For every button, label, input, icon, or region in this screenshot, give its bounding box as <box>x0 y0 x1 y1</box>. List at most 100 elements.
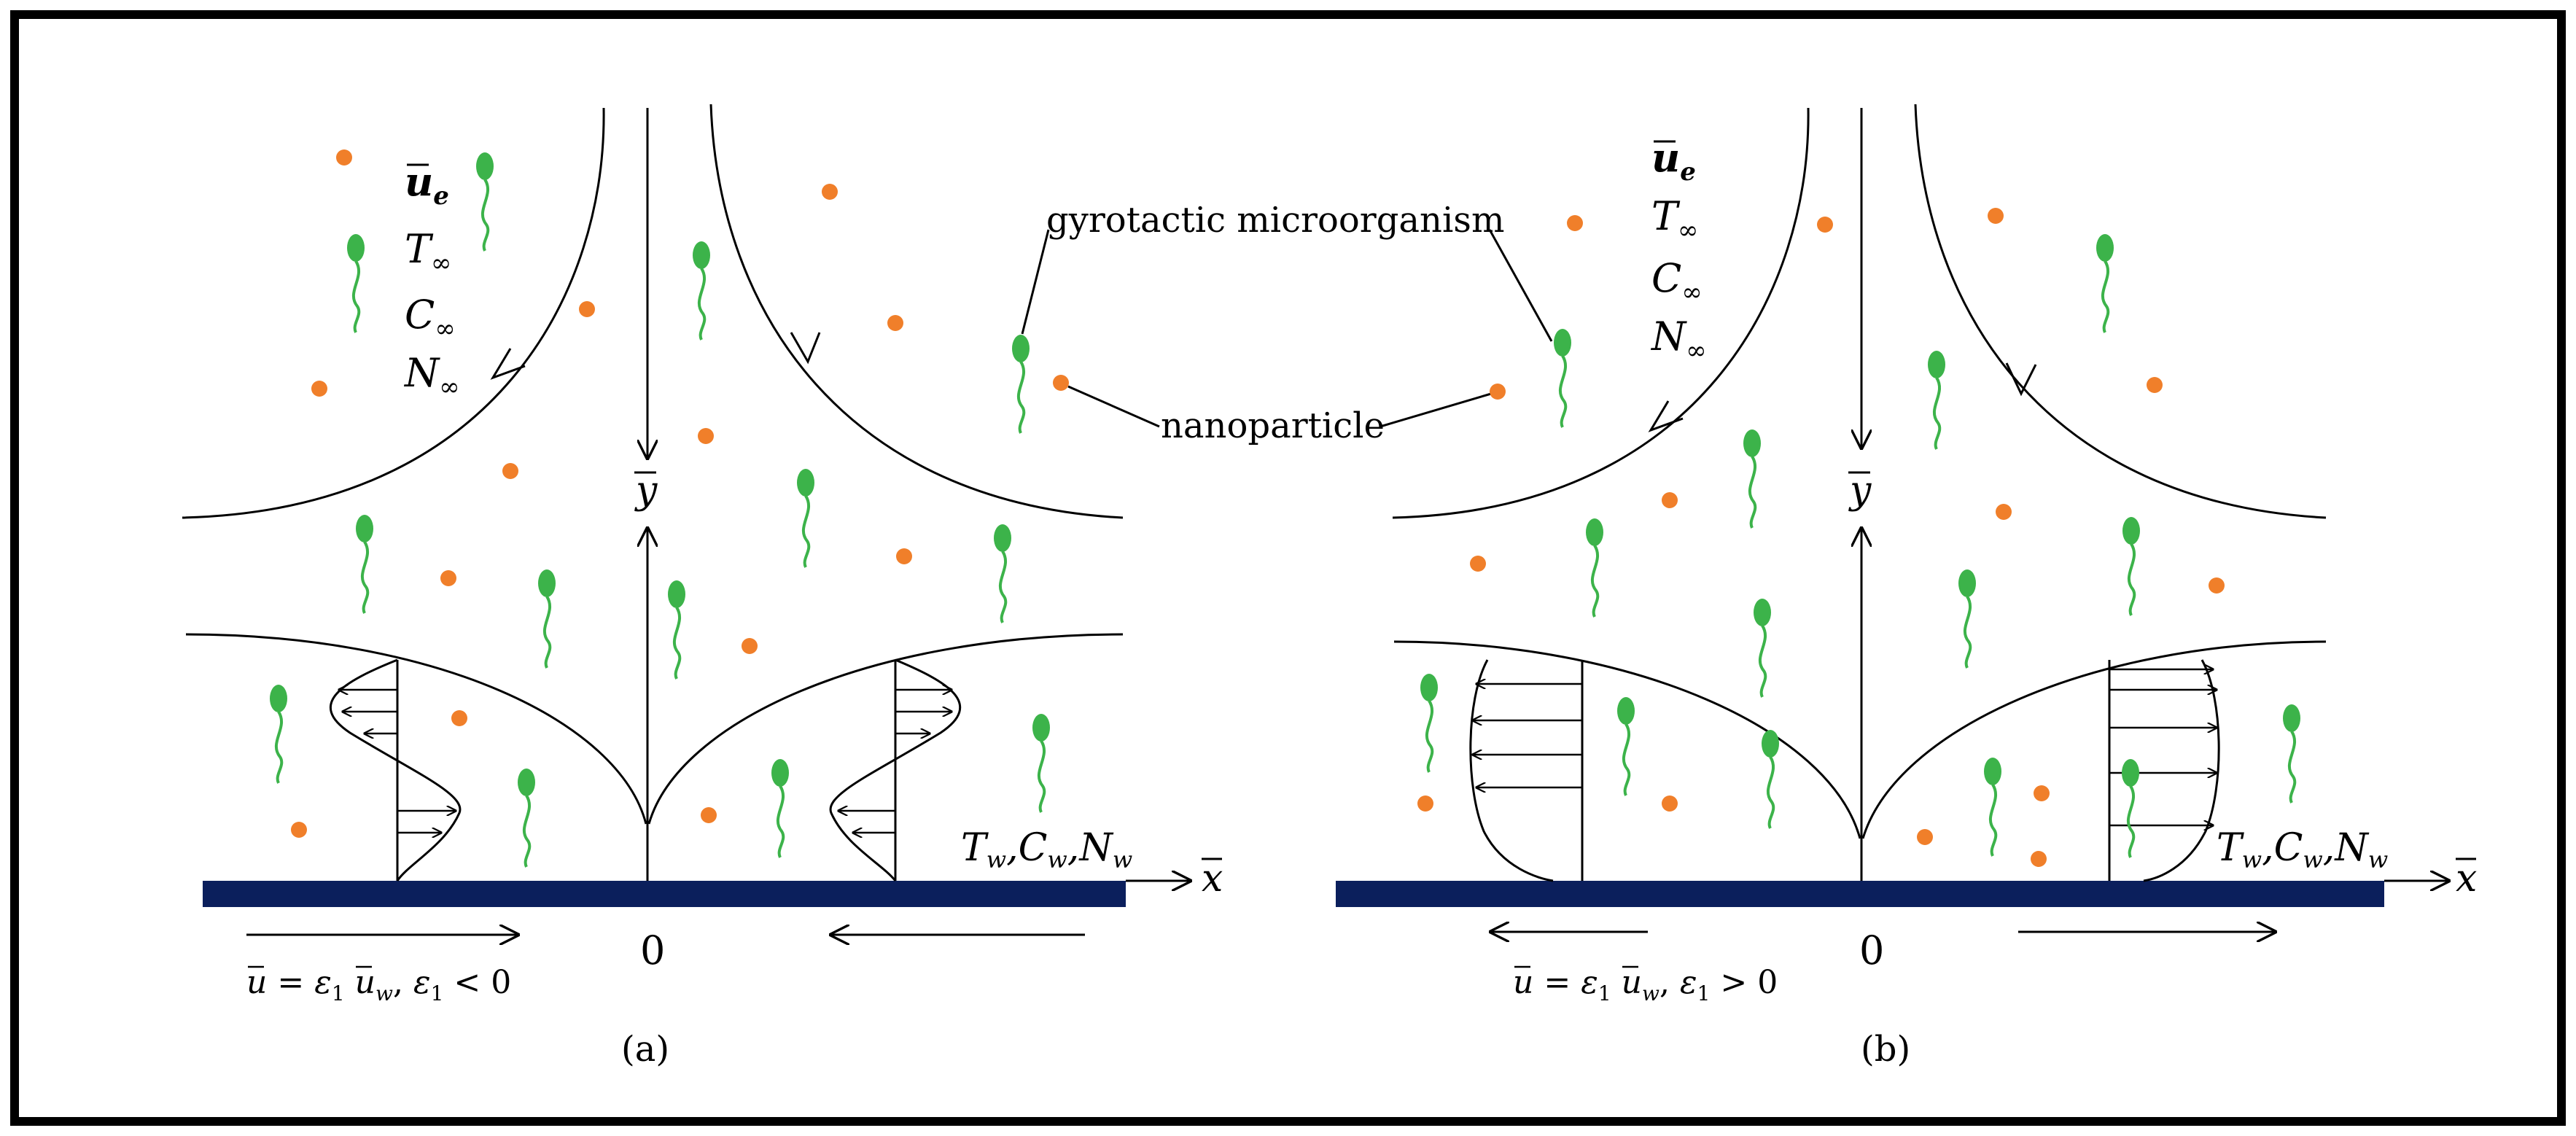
stream-arrow-right-a <box>790 332 821 365</box>
gyrotactic-microorganism <box>538 569 556 669</box>
gyrotactic-microorganism <box>2122 759 2139 858</box>
nanoparticle-dot <box>1988 208 2004 224</box>
nanoparticle-dot <box>2031 851 2047 867</box>
stream-arrow-right-b <box>2005 362 2037 397</box>
panel-a: 0 (a) y ue T∞ C∞ N∞ Tw,Cw,Nw x u = ε1 uw… <box>182 104 1223 1070</box>
profile-curve-left-b <box>1469 659 1554 882</box>
nanoparticle-dot <box>1817 217 1833 233</box>
nanoparticle-dot <box>1996 504 2012 520</box>
nanoparticle-dot <box>1417 795 1433 812</box>
svg-text:T∞: T∞ <box>405 226 451 278</box>
svg-text:N∞: N∞ <box>403 350 460 402</box>
nanoparticle-dot <box>2209 577 2225 594</box>
gyrotactic-microorganism <box>797 469 814 568</box>
svg-text:T∞: T∞ <box>1651 193 1698 245</box>
nanoparticle-dot <box>1662 795 1678 812</box>
origin-label-b: 0 <box>1859 927 1884 973</box>
wall-labels-b: Tw,Cw,Nw <box>2217 826 2388 874</box>
gyrotactic-microorganism <box>1012 335 1030 434</box>
gyrotactic-microorganism <box>2122 517 2140 616</box>
gyrotactic-microorganism <box>1032 714 1050 813</box>
condition-formula-a: u = ε1 uw, ε1 < 0 <box>246 964 511 1005</box>
nanoparticle-pointer-left <box>1067 385 1160 428</box>
gyrotactic-microorganism <box>1743 429 1761 529</box>
nanoparticle-dot <box>1490 384 1506 400</box>
nanoparticle-label: nanoparticle <box>1161 405 1385 446</box>
svg-text:C∞: C∞ <box>1651 255 1703 307</box>
gyrotactic-microorganism <box>1754 599 1771 698</box>
panel-label-b: (b) <box>1861 1029 1910 1070</box>
gyrotactic-microorganism <box>347 234 365 333</box>
gyrotactic-pointer-right <box>1488 229 1553 342</box>
ambient-labels-b: ue T∞ C∞ N∞ <box>1650 134 1707 365</box>
nanoparticle-dot <box>701 807 717 823</box>
plate-b <box>1336 881 2384 907</box>
nanoparticle-dot <box>440 570 456 586</box>
svg-text:ue: ue <box>405 158 449 211</box>
gyrotactic-microorganism <box>1762 730 1779 829</box>
gyrotactic-microorganism <box>1554 329 1571 428</box>
x-axis-label-a: x <box>1202 857 1223 900</box>
nanoparticle-dot <box>311 381 327 397</box>
nanoparticle-dot <box>1567 215 1583 231</box>
gyrotactic-microorganism <box>1617 697 1635 796</box>
nanoparticle-dot <box>2147 377 2163 393</box>
nanoparticle-dot <box>1053 375 1069 391</box>
nanoparticle-dot <box>1470 556 1486 572</box>
stream-arrow-left-a <box>490 348 526 380</box>
profile-curve-right-b <box>2143 659 2220 882</box>
gyrotactic-microorganism <box>2096 234 2114 333</box>
nanoparticle-dot <box>2034 785 2050 801</box>
boundary-curve-right-a <box>647 633 1124 825</box>
gyrotactic-microorganism <box>270 685 287 784</box>
nanoparticle-dot <box>896 548 912 564</box>
gyrotactic-microorganism <box>2283 704 2300 804</box>
panel-label-a: (a) <box>621 1029 669 1070</box>
streamline-upper-right-b <box>1914 104 2327 519</box>
gyrotactic-microorganism <box>668 580 685 680</box>
boundary-curve-left-b <box>1393 640 1861 839</box>
nanoparticle-dot <box>822 184 838 200</box>
gyrotactic-microorganism <box>1958 569 1976 669</box>
gyrotactic-microorganism <box>1586 518 1603 618</box>
nanoparticle-dot <box>698 428 714 444</box>
gyrotactic-label: gyrotactic microorganism <box>1046 200 1504 241</box>
ambient-labels-a: ue T∞ C∞ N∞ <box>403 158 460 402</box>
nanoparticle-pointer-right <box>1380 392 1492 428</box>
gyrotactic-microorganism <box>994 524 1011 623</box>
stream-arrow-left-b <box>1648 400 1684 432</box>
nanoparticle-dot <box>336 149 352 166</box>
nanoparticle-dot <box>887 315 903 331</box>
nanoparticle-dot <box>1917 829 1933 845</box>
condition-formula-b: u = ε1 uw, ε1 > 0 <box>1513 964 1778 1005</box>
gyrotactic-microorganism <box>476 152 494 252</box>
nanoparticle-dot <box>502 463 518 479</box>
nanoparticle-dot <box>291 822 307 838</box>
gyrotactic-microorganism <box>693 241 710 341</box>
nanoparticle-dot <box>451 710 467 726</box>
gyrotactic-microorganism <box>1928 351 1945 450</box>
gyrotactic-microorganism <box>771 759 789 858</box>
boundary-curve-left-a <box>185 633 647 825</box>
y-axis-label-a: y <box>634 469 658 513</box>
gyrotactic-pointer-left <box>1021 229 1050 335</box>
plate-a <box>203 881 1126 907</box>
svg-text:N∞: N∞ <box>1650 314 1707 365</box>
streamline-upper-left-b <box>1392 107 1810 519</box>
gyrotactic-microorganism <box>518 769 535 868</box>
figure-border <box>10 10 2566 1126</box>
streamline-upper-right-a <box>709 104 1124 519</box>
panel-b: 0 (b) y ue T∞ C∞ N∞ Tw,Cw,Nw x u = ε1 uw… <box>1336 104 2477 1070</box>
gyrotactic-microorganism <box>356 515 373 614</box>
gyrotactic-microorganism <box>1420 674 1438 773</box>
boundary-curve-right-b <box>1861 640 2327 839</box>
nanoparticle-dot <box>1662 492 1678 508</box>
svg-text:C∞: C∞ <box>405 292 456 343</box>
nanoparticles-layer <box>291 149 2225 867</box>
streamline-upper-left-a <box>182 107 605 519</box>
origin-label-a: 0 <box>640 927 665 973</box>
wall-labels-a: Tw,Cw,Nw <box>961 826 1132 874</box>
y-axis-label-b: y <box>1848 469 1872 513</box>
profile-curve-left-a <box>330 658 462 882</box>
